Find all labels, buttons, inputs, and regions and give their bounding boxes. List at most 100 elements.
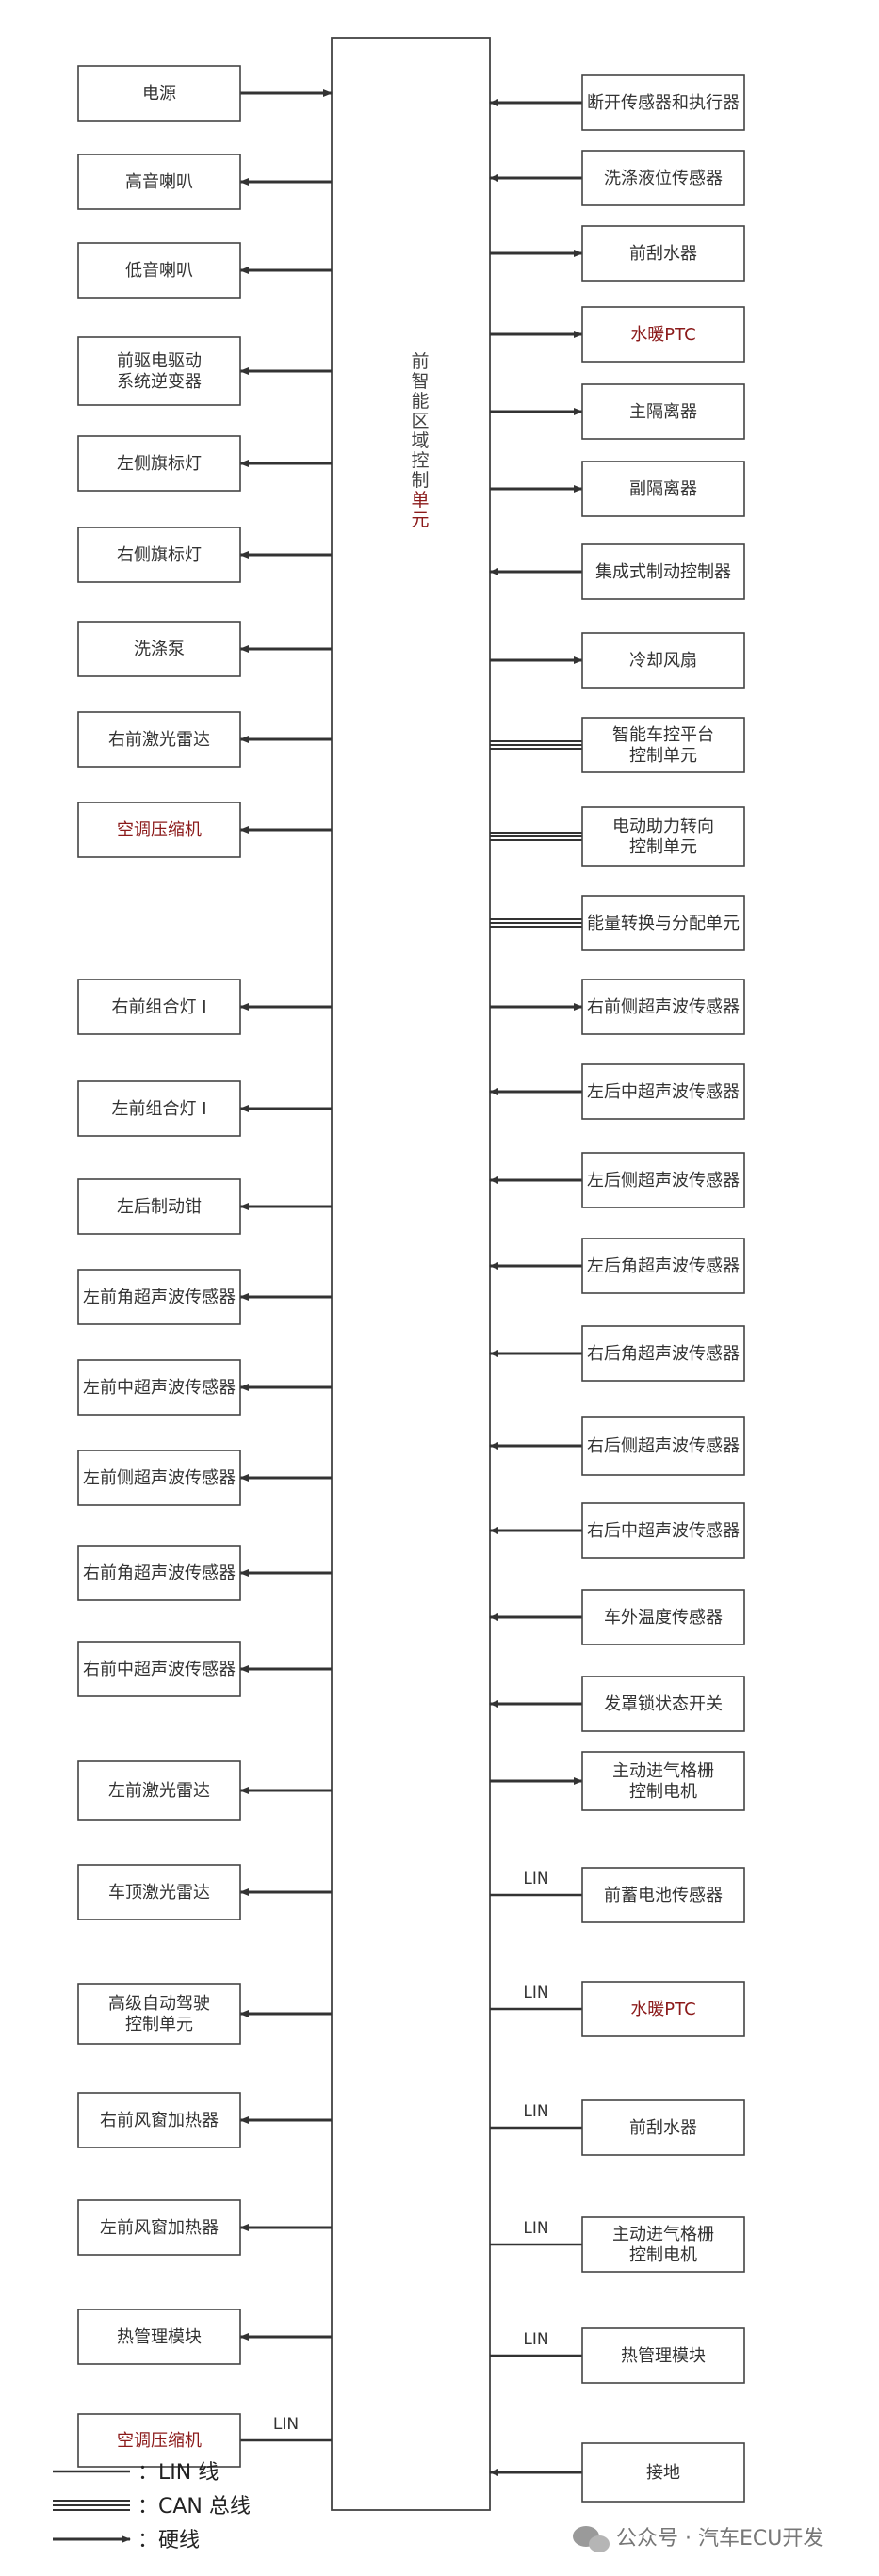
right-component-r8: 冷却风扇 <box>581 632 745 689</box>
right-component-label: 水暖PTC <box>630 325 695 345</box>
right-connection-r24: LIN <box>490 2102 582 2130</box>
right-component-r13: 左后中超声波传感器 <box>581 1063 745 1120</box>
left-component-l15: 左前侧超声波传感器 <box>77 1450 241 1506</box>
right-component-box <box>581 1152 745 1208</box>
right-component-label: 水暖PTC <box>630 2000 695 2019</box>
left-component-box <box>77 979 241 1035</box>
right-connection-r10 <box>490 832 582 841</box>
right-component-label: 控制单元 <box>629 746 697 766</box>
right-component-label: 断开传感器和执行器 <box>587 93 740 113</box>
right-component-label: 左后角超声波传感器 <box>587 1256 740 1276</box>
left-component-l17: 右前中超声波传感器 <box>77 1641 241 1697</box>
right-component-label: 主隔离器 <box>629 402 697 422</box>
left-component-label: 右侧旗标灯 <box>117 545 202 565</box>
right-component-r2: 洗涤液位传感器 <box>581 150 745 206</box>
right-connection-r11 <box>490 918 582 928</box>
right-component-label: 前刮水器 <box>629 2118 697 2138</box>
left-component-label: 车顶激光雷达 <box>108 1883 210 1903</box>
right-component-box <box>581 74 745 131</box>
left-component-l11: 左前组合灯 I <box>77 1080 241 1137</box>
controller-label-char: 单 <box>411 490 429 510</box>
left-component-box <box>77 154 241 210</box>
legend-label: ：LIN 线 <box>138 2461 219 2485</box>
right-component-label: 主动进气格栅 <box>612 1761 714 1781</box>
lin-tag: LIN <box>523 2330 548 2349</box>
right-component-box <box>581 383 745 440</box>
right-component-box <box>581 1867 745 1923</box>
right-component-r7: 集成式制动控制器 <box>581 543 745 600</box>
controller-label-char: 制 <box>411 470 429 491</box>
right-component-label: 右后侧超声波传感器 <box>587 1436 740 1456</box>
left-component-l6: 右侧旗标灯 <box>77 527 241 583</box>
left-component-l3: 低音喇叭 <box>77 242 241 299</box>
left-component-box <box>77 802 241 858</box>
left-component-label: 前驱电驱动 <box>117 351 202 371</box>
left-component-l21: 右前风窗加热器 <box>77 2092 241 2148</box>
left-component-box <box>77 336 241 406</box>
left-component-label: 右前激光雷达 <box>108 730 210 750</box>
left-component-l16: 右前角超声波传感器 <box>77 1545 241 1601</box>
right-component-box <box>581 2327 745 2384</box>
right-connection-r25: LIN <box>490 2219 582 2246</box>
left-component-box <box>77 1760 241 1821</box>
left-component-label: 左前侧超声波传感器 <box>83 1468 236 1488</box>
left-component-box <box>77 1641 241 1697</box>
left-component-label: 左前角超声波传感器 <box>83 1288 236 1307</box>
right-component-label: 主动进气格栅 <box>612 2225 714 2244</box>
left-component-l23: 热管理模块 <box>77 2309 241 2365</box>
left-component-label: 左侧旗标灯 <box>117 454 202 474</box>
right-component-r23: 水暖PTC <box>581 1981 745 2037</box>
right-component-label: 智能车控平台 <box>612 725 714 745</box>
right-component-box <box>581 1416 745 1476</box>
left-component-label: 右前中超声波传感器 <box>83 1660 236 1679</box>
left-component-l18: 左前激光雷达 <box>77 1760 241 1821</box>
right-component-label: 前刮水器 <box>629 244 697 264</box>
left-component-label: 系统逆变器 <box>117 372 202 392</box>
controller-label-char: 控 <box>411 450 429 471</box>
controller-label-char: 智 <box>411 371 429 392</box>
right-component-box <box>581 2216 745 2273</box>
right-connection-r22: LIN <box>490 1870 582 1897</box>
left-component-l2: 高音喇叭 <box>77 154 241 210</box>
left-component-box <box>77 1450 241 1506</box>
left-component-box <box>77 711 241 768</box>
controller-label-char: 域 <box>411 430 429 451</box>
right-component-box <box>581 1063 745 1120</box>
right-component-box <box>581 2099 745 2156</box>
right-component-box <box>581 1502 745 1559</box>
left-component-label: 低音喇叭 <box>125 261 193 281</box>
right-component-box <box>581 306 745 363</box>
left-component-l24: 空调压缩机 <box>77 2413 241 2468</box>
left-component-label: 控制单元 <box>125 2015 193 2034</box>
legend-label: ：CAN 总线 <box>138 2495 251 2519</box>
right-component-label: 左后侧超声波传感器 <box>587 1171 740 1191</box>
left-component-label: 空调压缩机 <box>117 820 202 840</box>
left-component-label: 右前组合灯 I <box>111 997 206 1017</box>
right-component-r14: 左后侧超声波传感器 <box>581 1152 745 1208</box>
controller-box <box>331 37 491 2511</box>
right-component-box <box>581 806 745 867</box>
right-component-r1: 断开传感器和执行器 <box>581 74 745 131</box>
right-component-box <box>581 2442 745 2503</box>
left-component-label: 左前激光雷达 <box>108 1781 210 1801</box>
controller-label-char: 能 <box>411 391 429 412</box>
left-component-l5: 左侧旗标灯 <box>77 435 241 492</box>
lin-tag: LIN <box>523 2102 548 2121</box>
left-component-l9: 空调压缩机 <box>77 802 241 858</box>
right-component-box <box>581 1981 745 2037</box>
left-component-l14: 左前中超声波传感器 <box>77 1359 241 1416</box>
left-component-box <box>77 65 241 122</box>
right-component-box <box>581 717 745 773</box>
left-component-label: 右前风窗加热器 <box>100 2111 219 2130</box>
legend-label: ：硬线 <box>138 2529 200 2552</box>
left-component-l22: 左前风窗加热器 <box>77 2199 241 2256</box>
right-component-label: 右前侧超声波传感器 <box>587 997 740 1017</box>
wechat-icon <box>573 2526 610 2552</box>
right-component-box <box>581 543 745 600</box>
right-component-box <box>581 150 745 206</box>
